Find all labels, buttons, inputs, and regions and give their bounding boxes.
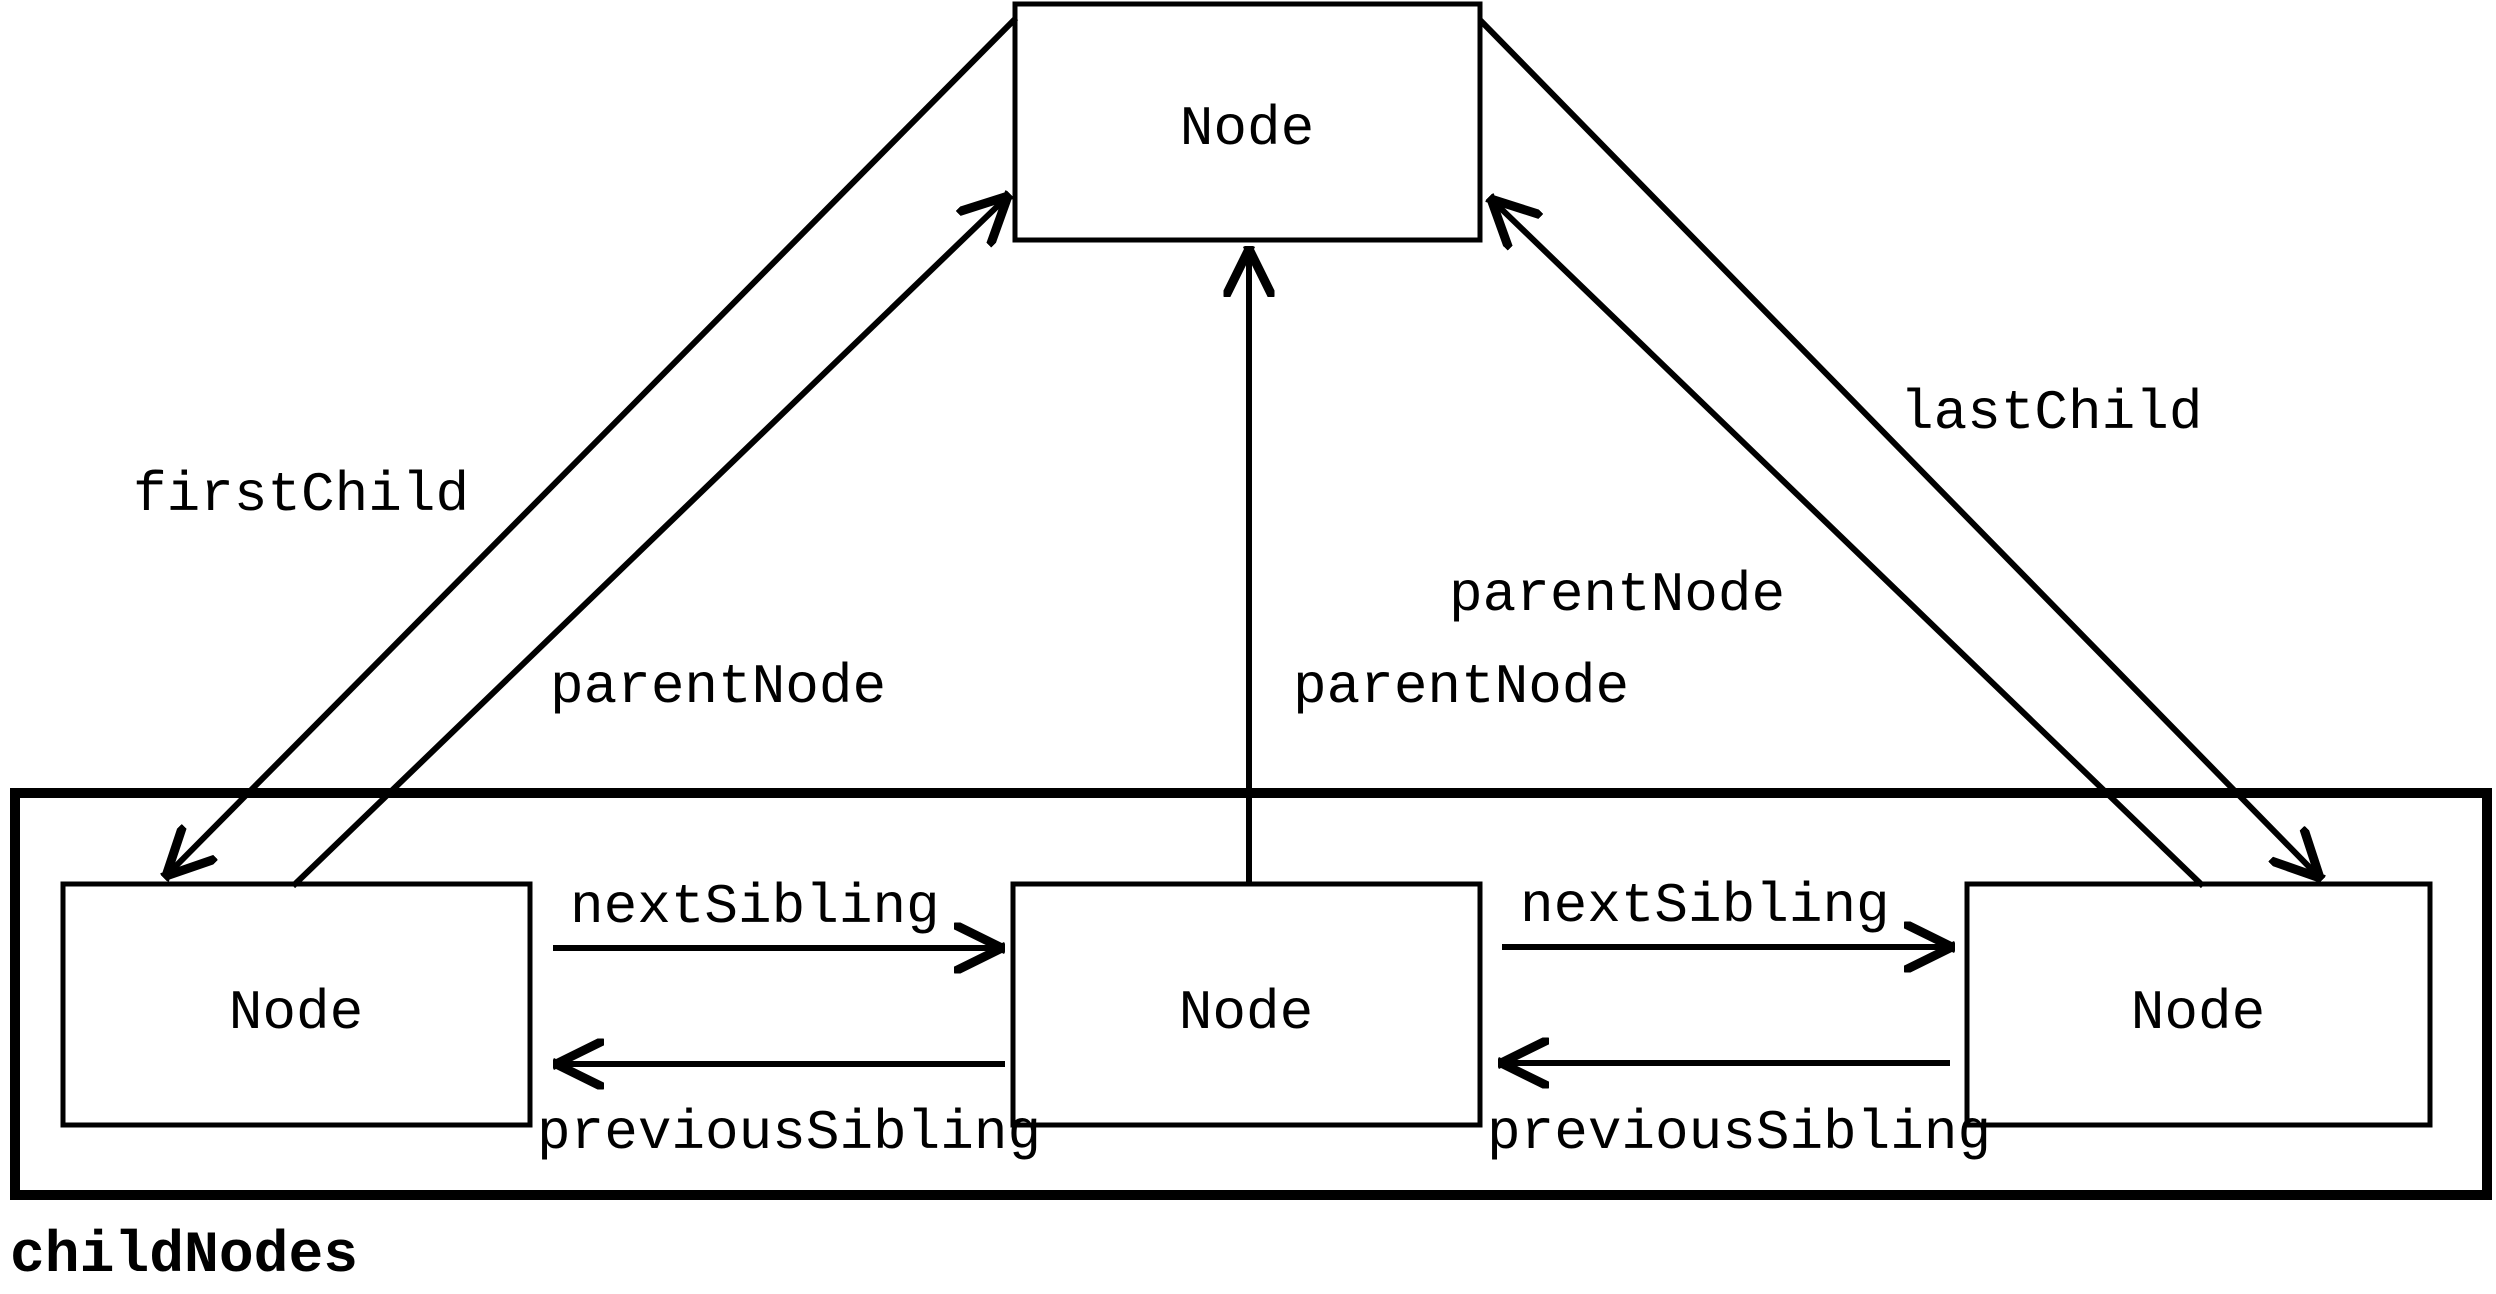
next-sibling-label-left: nextSibling	[570, 875, 940, 939]
parent-node-box-label: Node	[1180, 97, 1314, 161]
previous-sibling-label-right: previousSibling	[1487, 1101, 1991, 1165]
child-node-box-1-label: Node	[229, 981, 363, 1045]
previous-sibling-label-left: previousSibling	[537, 1101, 1041, 1165]
child-node-box-3-label: Node	[2131, 981, 2265, 1045]
first-child-label: firstChild	[133, 463, 469, 527]
child-nodes-caption: childNodes	[10, 1224, 358, 1289]
parent-node-label-middle: parentNode	[1293, 655, 1629, 719]
parent-node-label-right: parentNode	[1449, 563, 1785, 627]
child-node-box-1	[60, 881, 533, 1128]
parent-node-box	[1012, 1, 1483, 243]
child-node-box-2-label: Node	[1179, 981, 1313, 1045]
parent-node-arrow-left	[290, 196, 1008, 889]
first-child-arrow	[166, 15, 1019, 876]
child-node-box-3	[1964, 881, 2433, 1128]
parent-node-label-left: parentNode	[550, 655, 886, 719]
last-child-arrow	[1477, 17, 2320, 878]
next-sibling-label-right: nextSibling	[1520, 874, 1890, 938]
parent-node-arrow-right	[1491, 199, 2206, 889]
last-child-label: lastChild	[1900, 381, 2202, 445]
